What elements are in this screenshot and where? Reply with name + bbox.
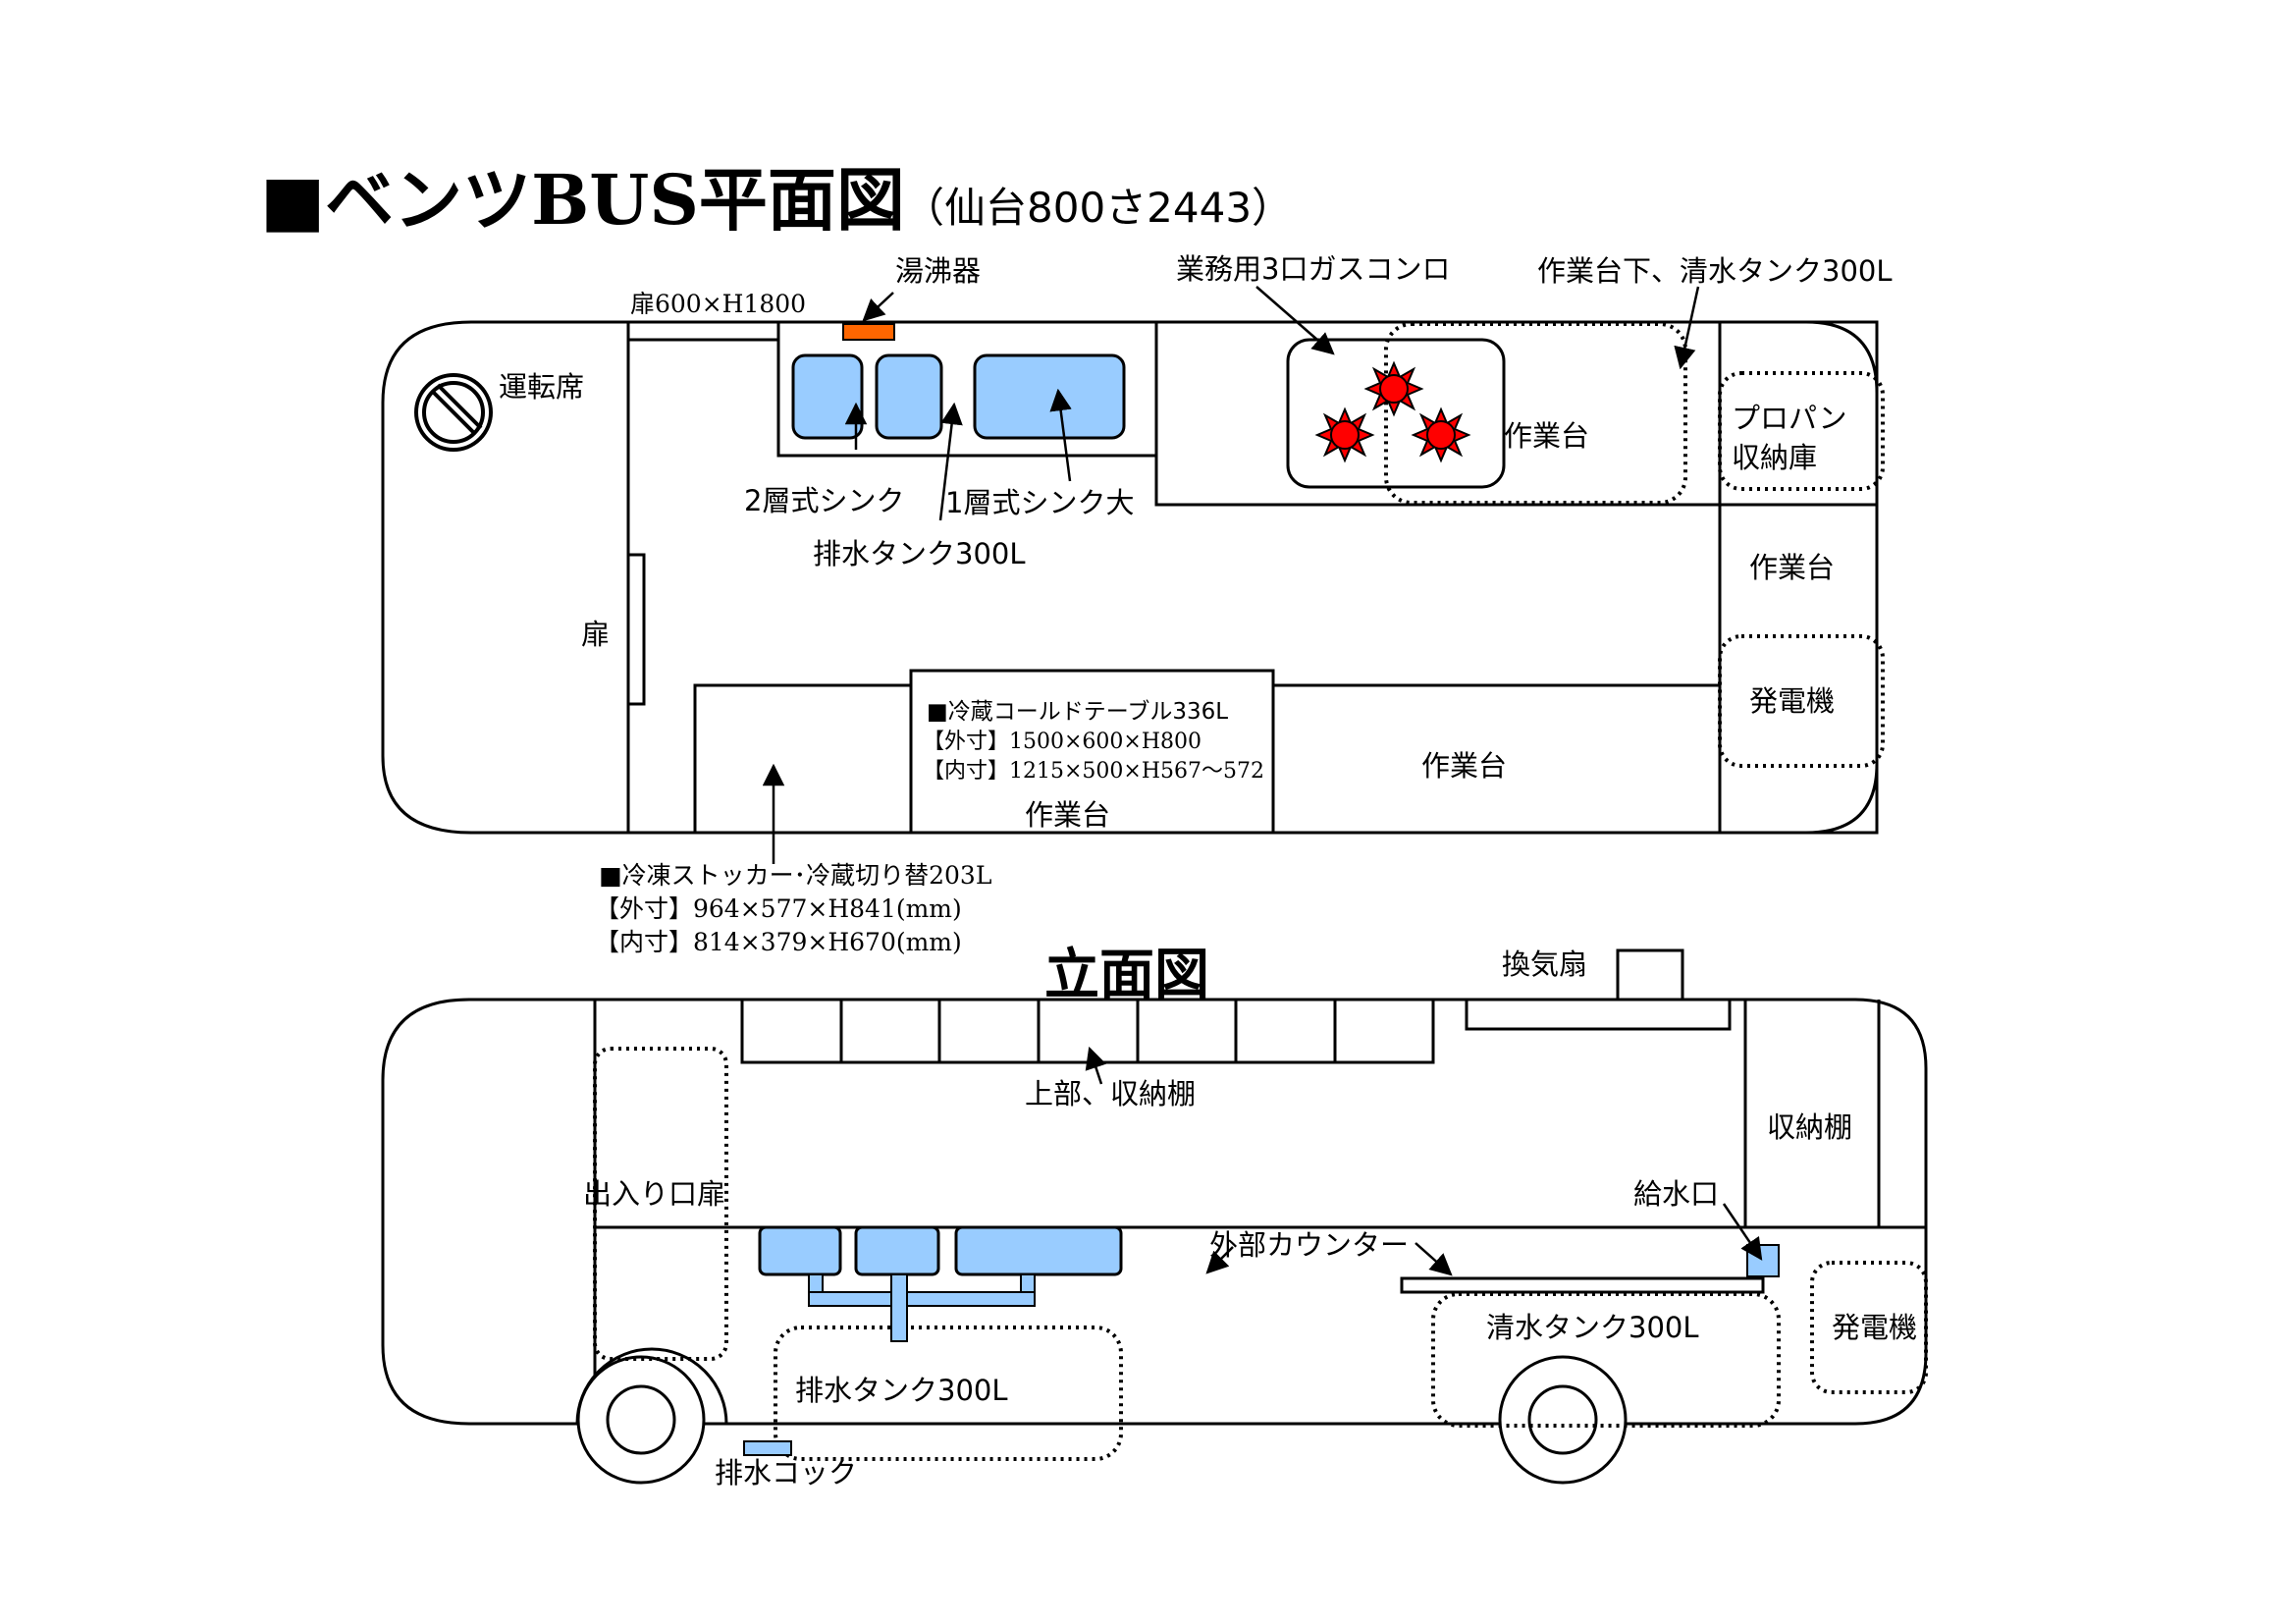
external-counter (1400, 1276, 1765, 1294)
label-door-top: 扉600×H1800 (630, 290, 806, 318)
water-heater (842, 323, 895, 341)
label-freezer-3: 【内寸】814×379×H670(mm) (595, 928, 962, 956)
label-cold-table-2: 【外寸】1500×600×H800 (923, 730, 1201, 754)
elev-sink-1 (758, 1225, 842, 1276)
plan-tank-dotted (1384, 322, 1687, 505)
label-upper-storage: 上部、収納棚 (1025, 1077, 1196, 1110)
arrow-sink-single (1049, 388, 1072, 482)
label-drain-tank-plan: 排水タンク300L (813, 537, 1026, 570)
label-entrance-door: 出入り口扉 (583, 1177, 725, 1211)
arrow-drain-tank (938, 402, 963, 521)
label-generator-plan: 発電機 (1749, 684, 1835, 718)
elevation-bus-outline (381, 998, 1928, 1426)
elev-sink-2 (854, 1225, 940, 1276)
arrow-tank-under (1674, 286, 1700, 370)
plan-bus-outline (381, 320, 1879, 835)
gas-stove (1286, 338, 1506, 489)
label-sink-double: 2層式シンク (744, 484, 904, 517)
label-counter: 外部カウンター (1209, 1228, 1409, 1262)
label-driver-seat: 運転席 (499, 370, 584, 404)
arrow-counter-left (1205, 1246, 1234, 1274)
label-workbench-stove: 作業台 (1504, 419, 1589, 453)
ventilation-fan (1616, 948, 1684, 1001)
steering-wheel-icon (414, 373, 493, 452)
label-propane-2: 収納庫 (1732, 441, 1817, 474)
sink-double-right (875, 353, 943, 440)
upper-cabinets (740, 998, 1435, 1064)
label-workbench-cold: 作業台 (1025, 798, 1110, 832)
plan-side-door (626, 553, 646, 706)
burner-2 (1314, 406, 1375, 463)
entrance-door-dotted (593, 1047, 728, 1361)
arrow-water-inlet (1722, 1203, 1763, 1261)
arrow-water-heater (862, 292, 894, 322)
rear-wheel (1498, 1355, 1628, 1485)
label-freezer-2: 【外寸】964×577×H841(mm) (595, 894, 962, 923)
plan-stove-counter (1154, 320, 1722, 507)
front-wheel (575, 1347, 728, 1485)
label-cold-table-3: 【内寸】1215×500×H567～572 (923, 759, 1264, 784)
page-subtitle: （仙台800さ2443） (903, 184, 1293, 232)
label-drain-tank-elev: 排水タンク300L (795, 1374, 1008, 1407)
arrow-counter-right (1415, 1242, 1453, 1276)
plan-view (381, 320, 1879, 835)
generator-dotted (1810, 1261, 1928, 1394)
water-inlet (1746, 1244, 1780, 1277)
plan-freezer-box (693, 683, 913, 833)
label-water-inlet: 給水口 (1633, 1177, 1719, 1211)
sink-double-left (791, 353, 864, 440)
fan-shelf (1465, 998, 1732, 1031)
elevation-title: 立面図 (1044, 944, 1209, 1007)
label-workbench-bottom: 作業台 (1421, 749, 1507, 783)
label-workbench-right: 作業台 (1749, 551, 1835, 584)
label-gas-stove: 業務用3口ガスコンロ (1176, 252, 1450, 286)
label-tank-under: 作業台下、清水タンク300L (1537, 254, 1893, 288)
label-storage: 収納棚 (1767, 1110, 1852, 1144)
arrow-upper-storage (1085, 1046, 1107, 1085)
arrow-gas-stove (1255, 286, 1335, 355)
page-title: ■ベンツBUS平面図 (260, 159, 905, 241)
burner-1 (1363, 360, 1424, 417)
elev-sink-3 (954, 1225, 1123, 1276)
sink-single-large (973, 353, 1126, 440)
plan-propane-dotted (1718, 371, 1885, 491)
label-fan: 換気扇 (1502, 947, 1587, 981)
label-fresh-tank: 清水タンク300L (1486, 1311, 1699, 1344)
label-cold-table-1: ■冷蔵コールドテーブル336L (927, 699, 1228, 725)
label-door-side: 扉 (581, 618, 610, 651)
label-drain-cock: 排水コック (715, 1456, 857, 1489)
burner-3 (1411, 406, 1471, 463)
label-sink-single: 1層式シンク大 (945, 486, 1134, 519)
plan-right-column (1718, 320, 1879, 835)
label-water-heater: 湯沸器 (895, 254, 981, 288)
drain-cock (743, 1440, 792, 1456)
drain-pipes (808, 1273, 1036, 1342)
plan-cold-table (909, 669, 1275, 833)
label-generator-elev: 発電機 (1832, 1311, 1917, 1344)
label-freezer-1: ■冷凍ストッカー･冷蔵切り替203L (599, 861, 991, 890)
label-propane-1: プロパン (1732, 402, 1846, 435)
plan-generator-dotted (1718, 634, 1885, 768)
